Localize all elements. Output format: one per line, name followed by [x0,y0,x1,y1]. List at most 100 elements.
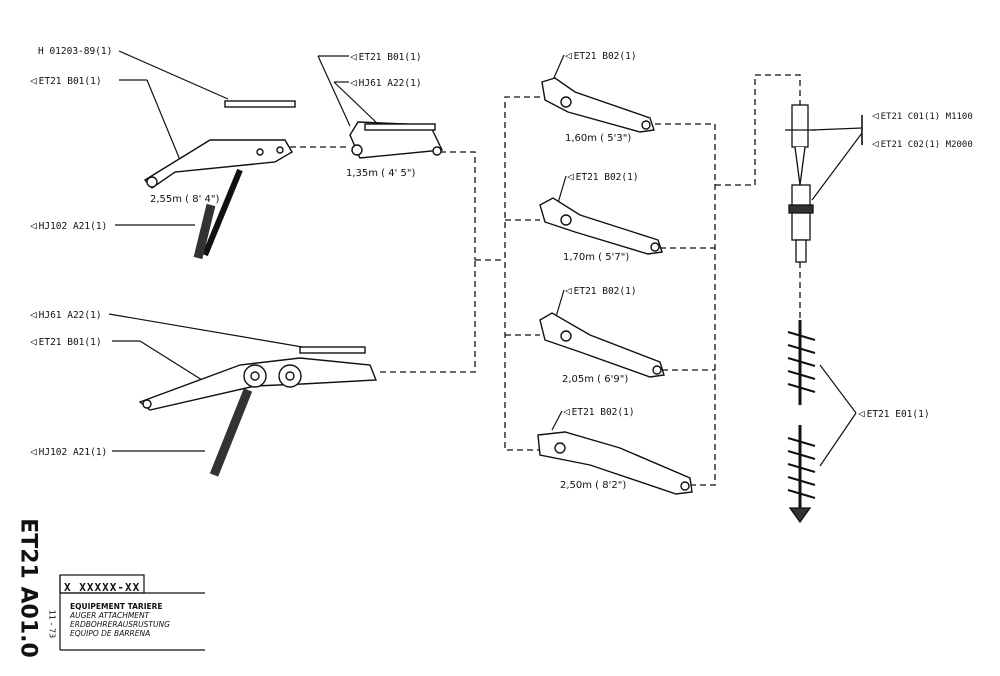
pivot-pin [146,176,158,188]
leader-b01-low-2 [139,340,211,386]
auger-head-drawing [785,104,816,263]
label-et21-e01: ◁ET21 E01(1) [858,408,930,420]
leader-b01-top-2 [146,79,181,161]
pin-h01203 [224,100,296,108]
label-et21-b01-mid: ◁ET21 B01(1) [350,51,422,63]
leader-b02-2 [557,175,567,204]
title-line-fr: EQUIPEMENT TARIERE [70,602,163,611]
auger-bit-drawing [787,320,816,524]
title-line-de: ERDBOHRERAUSRUSTUNG [70,620,170,629]
leader-b02-4 [551,410,563,431]
pivot-pin [650,242,660,252]
label-text: ET21 B01(1) [358,52,422,63]
pivot-pin [351,144,363,156]
label-hj102-a21-top: ◁HJ102 A21(1) [30,220,107,232]
label-text: ET21 B02(1) [571,407,635,418]
title-block-frame [59,574,205,651]
leader-et21-b01-mid-2 [317,55,351,127]
pivot-pin [680,481,690,491]
arm-250-drawing [537,431,693,495]
label-hj61-a22-top: ◁HJ61 A22(1) [350,77,422,89]
label-et21-b02-2: ◁ET21 B02(1) [567,171,639,183]
title-line-es: EQUIPO DE BARRENA [70,629,151,638]
cylinder-hj102-top [202,168,243,257]
head-link [794,146,806,186]
connector-arms-left-rail [504,96,540,451]
triangle-icon: ◁ [872,137,879,150]
label-et21-c01: ◁ET21 C01(1) M1100 [872,110,973,123]
head-flange [788,204,814,214]
head-shaft [795,239,807,263]
pivot-pin [142,399,152,409]
label-hj61-a22-low: ◁HJ61 A22(1) [30,309,102,321]
label-text: HJ61 A22(1) [358,78,422,89]
triangle-icon: ◁ [565,49,572,62]
drawing-code-text: ET21 A01.0 [15,518,41,658]
label-text: ET21 E01(1) [866,409,930,420]
cylinder-hj61-top [364,123,436,131]
pivot-pin [652,365,662,375]
part-number: X XXXXX-XX [64,581,141,594]
pivot-pin [285,371,295,381]
triangle-icon: ◁ [563,405,570,418]
triangle-icon: ◁ [350,76,357,89]
label-text: ET21 B02(1) [573,51,637,62]
cylinder-body-top [193,203,216,260]
dimension-arm-205: 2,05m ( 6'9") [562,374,629,385]
label-text: ET21 C02(1) M2000 [880,140,973,150]
label-et21-b02-3: ◁ET21 B02(1) [565,285,637,297]
drawing-date: 11 - 73 [45,600,59,648]
title-line-en: AUGER ATTACHMENT [70,611,150,620]
label-h01203: H 01203-89(1) [38,46,113,57]
pivot-pin [560,96,572,108]
triangle-icon: ◁ [872,109,879,122]
leader-b02-1 [552,54,565,81]
triangle-icon: ◁ [858,407,865,420]
leader-hj61-low [108,313,321,351]
label-hj102-a21-low: ◁HJ102 A21(1) [30,446,107,458]
label-text: ET21 B02(1) [573,286,637,297]
boom-lower-drawing [138,346,378,477]
triangle-icon: ◁ [30,445,37,458]
arm-205-drawing [539,312,665,378]
pivot-pin [560,214,572,226]
triangle-icon: ◁ [567,170,574,183]
leader-c02 [811,132,863,201]
drawing-code: ET21 A01.0 [13,518,43,658]
triangle-icon: ◁ [565,284,572,297]
boom-short-drawing [349,121,444,159]
label-text: ET21 B01(1) [38,337,102,348]
dimension-boom-short: 1,35m ( 4' 5") [346,168,416,179]
leader-c01 [811,127,863,131]
connector-to-head [715,74,801,186]
connector-lower-up [380,260,476,373]
dimension-arm-170: 1,70m ( 5'7") [563,252,630,263]
dimension-arm-250: 2,50m ( 8'2") [560,480,627,491]
connector-arms-right-rail [655,123,716,486]
auger-flight-2 [787,437,816,499]
label-et21-c02: ◁ET21 C02(1) M2000 [872,138,973,151]
pivot-pin [432,146,442,156]
connector-short-down [440,151,476,260]
label-text: ET21 B02(1) [575,172,639,183]
label-et21-b02-1: ◁ET21 B02(1) [565,50,637,62]
label-text: ET21 B01(1) [38,76,102,87]
boom-long-drawing [143,100,296,260]
triangle-icon: ◁ [30,74,37,87]
label-text: HJ102 A21(1) [38,447,108,458]
pivot-pin [560,330,572,342]
pivot-pin [554,442,566,454]
auger-tip [788,507,812,524]
boom-arm-long [143,139,293,189]
pivot-pin [641,120,651,130]
arm-160-drawing [541,77,655,133]
leader-hj61-top-2 [333,81,381,127]
leader-h01203 [118,50,229,100]
label-et21-b02-4: ◁ET21 B02(1) [563,406,635,418]
pivot-pin [276,146,284,154]
label-et21-b01-top: ◁ET21 B01(1) [30,75,102,87]
head-bracket-upper [791,104,809,148]
dimension-arm-160: 1,60m ( 5'3") [565,133,632,144]
pivot-pin [256,148,264,156]
